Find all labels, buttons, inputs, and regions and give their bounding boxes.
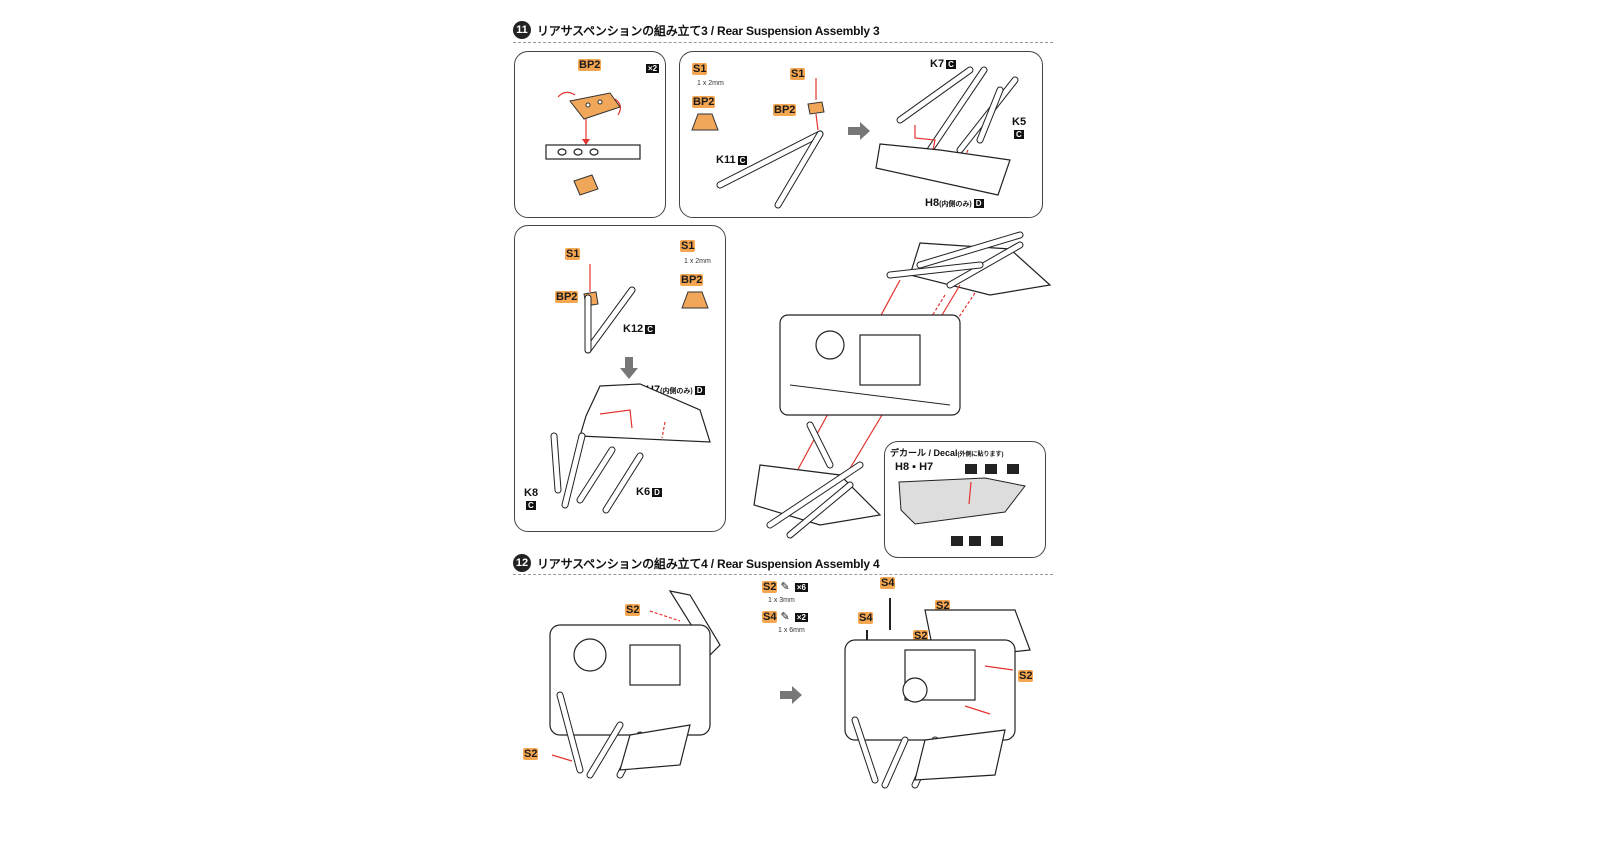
s2-callout: S2 [935,600,951,612]
arrow-down-icon [620,357,638,379]
s4-spec: 1 x 6mm [778,627,805,634]
chassis-assembly-diagram [753,231,1052,539]
bp2-icon-c [681,291,709,309]
step-12-header: 12 リアサスペンションの組み立て4 / Rear Suspension Ass… [513,554,880,572]
h7-diagram [550,383,711,514]
bp2-callout: BP2 [773,104,797,116]
s2-callout: S2 [523,748,539,760]
step-number: 12 [513,554,531,572]
bp2-bend-diagram [545,91,641,196]
bp2-label: BP2 [578,59,602,71]
h8-diagram [875,66,1019,196]
s4-legend: S4 ✎ ×2 [762,611,808,623]
step-title: リアサスペンションの組み立て3 / Rear Suspension Assemb… [537,23,880,38]
divider [513,574,1053,575]
decal-diagram [898,464,1026,546]
s1-spec: 1 x 2mm [697,80,724,87]
chassis-right-diagram [844,598,1031,789]
s4-callout: S4 [858,612,874,624]
s2-callout: S2 [1018,670,1034,682]
arrow-right-icon [780,686,802,704]
s2-spec: 1 x 3mm [768,597,795,604]
chassis-left-diagram [549,590,721,779]
bp2-legend-c: BP2 [680,274,704,286]
qty-badge: ×2 [646,63,660,73]
s1-callout: S1 [790,68,806,80]
step-11-header: 11 リアサスペンションの組み立て3 / Rear Suspension Ass… [513,21,880,39]
s1-legend: S1 [692,63,708,75]
s2-legend: S2 ✎ ×6 [762,581,808,593]
s2-callout: S2 [625,604,641,616]
step-number: 11 [513,21,531,39]
h8-label: H8(内側のみ)D [925,197,984,209]
bp2-icon [691,113,719,131]
decal-parts: H8 ▪ H7 [895,461,934,473]
arrow-right-icon [848,122,870,140]
step-title: リアサスペンションの組み立て4 / Rear Suspension Assemb… [537,556,880,571]
bp2-legend: BP2 [692,96,716,108]
divider [513,42,1053,43]
s1-legend-c: S1 [680,240,696,252]
s1-spec-c: 1 x 2mm [684,258,711,265]
decal-title: デカール / Decal(外側に貼ります) [890,448,1004,458]
s2-callout: S2 [913,630,929,642]
s4-callout: S4 [880,577,896,589]
k11-diagram [716,78,825,209]
s1-callout-c: S1 [565,248,581,260]
k12-diagram [583,264,636,354]
bp2-callout-c: BP2 [555,291,579,303]
